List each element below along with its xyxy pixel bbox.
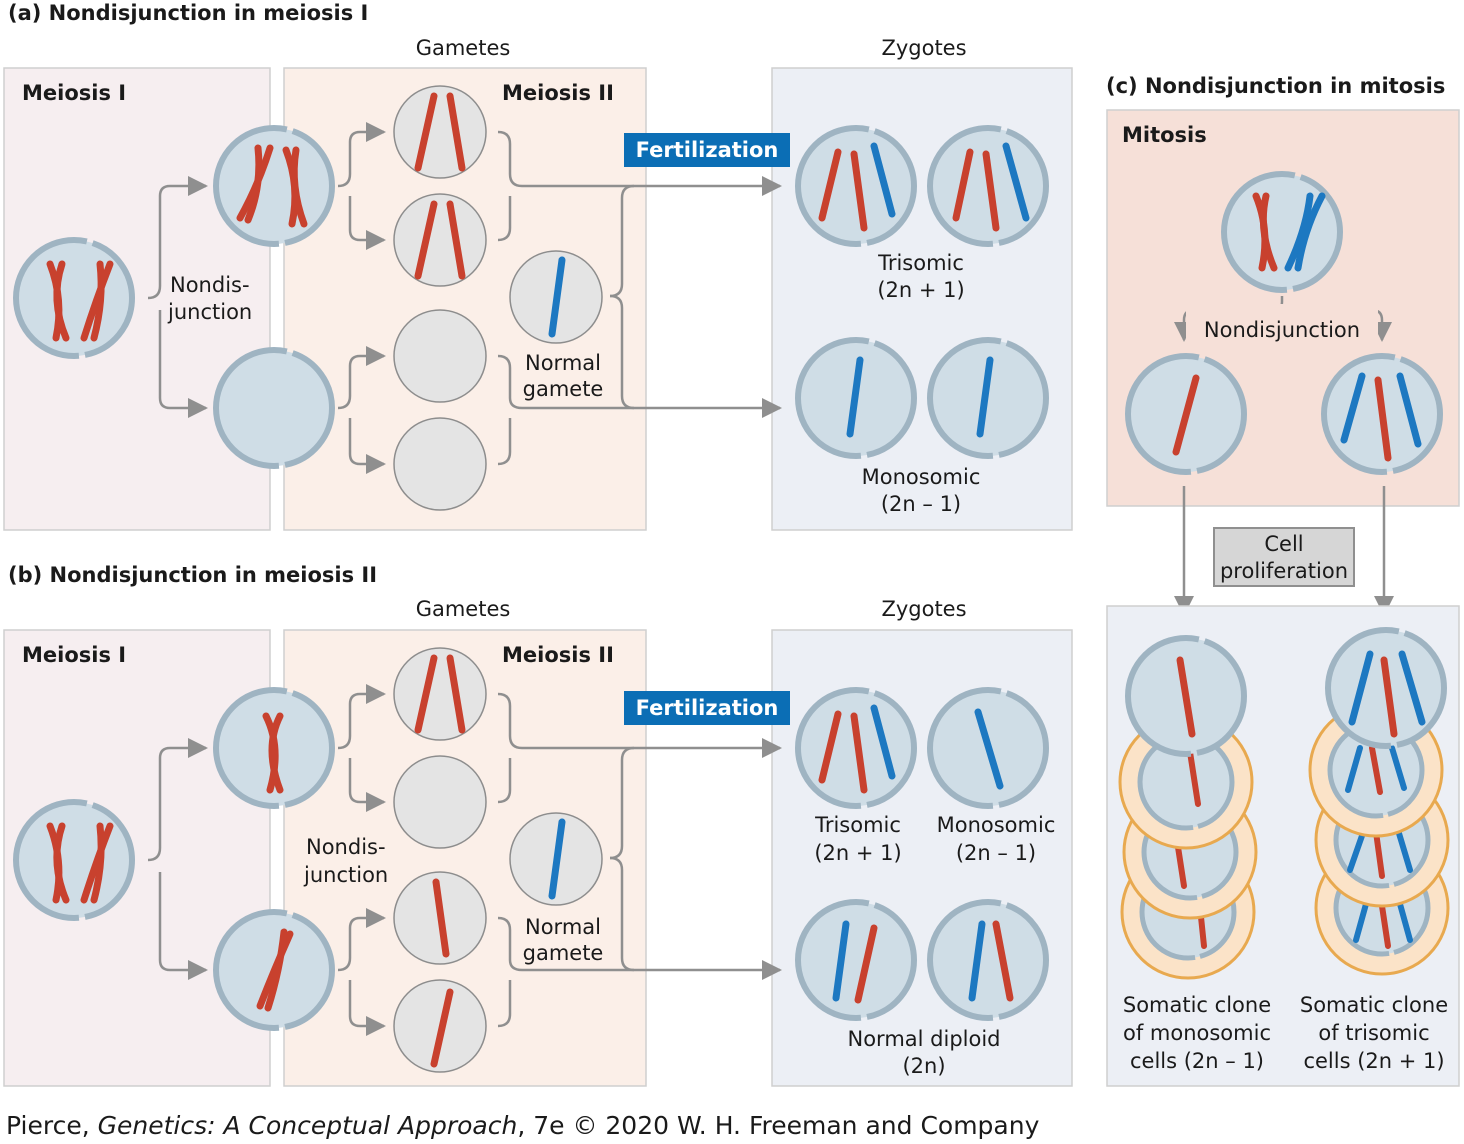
nondisjunction-text-line1: Nondis-	[170, 273, 250, 297]
chromosomes-a	[46, 92, 1030, 438]
credit-line: Pierce, Genetics: A Conceptual Approach,…	[6, 1111, 1040, 1140]
parent-cell-circle	[13, 237, 135, 359]
normal-gamete-line2: gamete	[523, 377, 604, 401]
mitotic-parent-cell	[1221, 171, 1343, 293]
trisomic-label: Trisomic	[814, 813, 901, 837]
gamete-nullisomic	[393, 755, 487, 849]
trisomic-formula: (2n + 1)	[877, 278, 964, 302]
red-chromatids	[414, 654, 466, 1068]
nondisjunction-label: Nondisjunction	[1204, 318, 1360, 342]
chromosomes-b	[46, 654, 1014, 1068]
red-homolog-pairs	[236, 144, 308, 228]
red-chromatids	[414, 92, 466, 280]
red-homolog-pair	[46, 260, 114, 342]
red-homolog-pair	[46, 822, 114, 904]
gamete-disomic	[393, 647, 487, 741]
zygotes-label: Zygotes	[881, 597, 966, 621]
monosomic-chromosomes	[846, 356, 994, 438]
nondisjunction-label-bg	[1186, 304, 1378, 354]
monosomic-clone-stack	[1118, 635, 1258, 980]
monosomic-chromosome	[974, 708, 1004, 790]
red-chromosome-x	[256, 712, 294, 1012]
parent-cell	[13, 799, 135, 921]
flow-arrows	[147, 122, 782, 474]
fertilization-badge	[624, 691, 790, 725]
flow-arrows	[147, 684, 782, 1036]
mono-clone-line3: cells (2n – 1)	[1130, 1049, 1264, 1073]
trisomic-clone-stack	[1308, 627, 1450, 976]
tri-clone-line2: of trisomic	[1318, 1021, 1429, 1045]
monosomic-label: Monosomic	[862, 465, 981, 489]
trisomic-chromosomes	[818, 142, 1030, 232]
trisomic-chromosomes	[818, 704, 896, 794]
fertilization-badge	[624, 133, 790, 167]
gametes-label: Gametes	[416, 597, 511, 621]
panel-b-title: (b) Nondisjunction in meiosis II	[8, 563, 377, 587]
diploid-zygote	[795, 899, 917, 1021]
nondisjunction-text-line2: junction	[167, 300, 252, 324]
nondisjunction-text-line2: junction	[303, 863, 388, 887]
fertilization-label: Fertilization	[636, 696, 779, 720]
panel-b: (b) Nondisjunction in meiosis II Meiosis…	[3, 563, 1073, 1087]
normal-gamete-line1: Normal	[525, 351, 601, 375]
mono-clone-line2: of monosomic	[1123, 1021, 1271, 1045]
tri-clone-line3: cells (2n + 1)	[1303, 1049, 1444, 1073]
gamete-nullisomic	[393, 417, 487, 511]
zygotes-label: Zygotes	[881, 36, 966, 60]
credit-book: Genetics: A Conceptual Approach	[98, 1111, 518, 1140]
proliferation-line1: Cell	[1264, 532, 1303, 556]
chromosomes-c	[1172, 192, 1426, 738]
gamete-nullisomic	[393, 309, 487, 403]
gamete-disomic	[393, 193, 487, 287]
trisomic-label: Trisomic	[877, 251, 964, 275]
meiosis-1-label: Meiosis I	[22, 81, 126, 105]
blue-chromosome	[548, 256, 566, 338]
panel-c-title: (c) Nondisjunction in mitosis	[1106, 74, 1445, 98]
mono-clone-line1: Somatic clone	[1123, 993, 1271, 1017]
meiosis-2-label: Meiosis II	[502, 81, 614, 105]
meiosis-2-label: Meiosis II	[502, 643, 614, 667]
credit-rest: , 7e © 2020 W. H. Freeman and Company	[517, 1111, 1039, 1140]
cell-two-pairs	[213, 125, 335, 247]
monosomic-label: Monosomic	[937, 813, 1056, 837]
panel-a-title: (a) Nondisjunction in meiosis I	[8, 1, 368, 25]
trisomic-formula: (2n + 1)	[814, 841, 901, 865]
proliferation-line2: proliferation	[1220, 559, 1348, 583]
fertilization-label: Fertilization	[636, 138, 779, 162]
mitosis-label: Mitosis	[1122, 123, 1207, 147]
normal-gamete-line1: Normal	[525, 915, 601, 939]
panel-a: (a) Nondisjunction in meiosis I Meiosis …	[3, 1, 1073, 531]
credit-author: Pierce,	[6, 1111, 98, 1140]
monosomic-formula: (2n – 1)	[956, 841, 1036, 865]
gamete-disomic	[393, 85, 487, 179]
normal-diploid-label: Normal diploid	[848, 1027, 1001, 1051]
diploid-chromosomes	[832, 920, 1014, 1004]
diploid-zygote	[927, 899, 1049, 1021]
panel-c: (c) Nondisjunction in mitosis Mitosis No…	[1106, 74, 1460, 1087]
cell-empty	[213, 347, 335, 469]
nondisjunction-text-line1: Nondis-	[306, 835, 386, 859]
cell-proliferation-box	[1213, 527, 1355, 587]
monosomic-formula: (2n – 1)	[881, 492, 961, 516]
blue-chromosome	[548, 818, 566, 900]
tri-clone-line1: Somatic clone	[1300, 993, 1448, 1017]
meiosis-1-label: Meiosis I	[22, 643, 126, 667]
normal-gamete-line2: gamete	[523, 941, 604, 965]
gametes-label: Gametes	[416, 36, 511, 60]
normal-diploid-formula: (2n)	[902, 1054, 945, 1078]
